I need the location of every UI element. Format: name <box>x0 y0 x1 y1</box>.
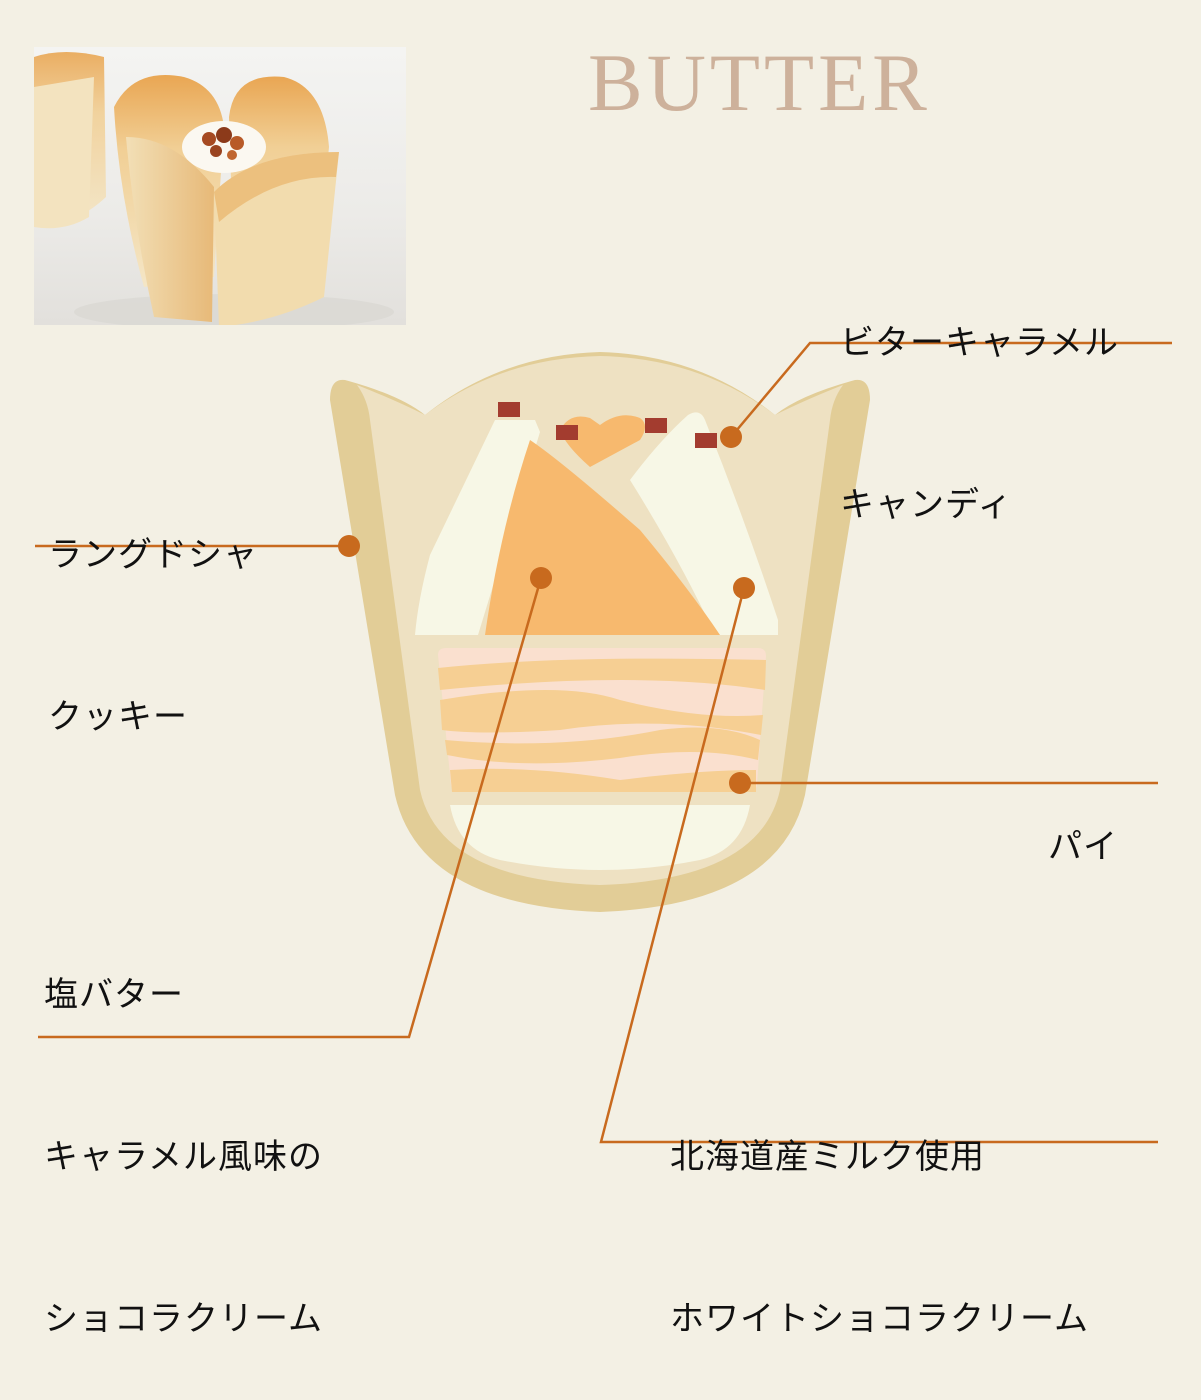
label-salted-butter-caramel-cream: 塩バター キャラメル風味の ショコラクリーム <box>44 860 323 1400</box>
leader-dots <box>338 426 755 794</box>
label-line: ショコラクリーム <box>44 1299 323 1339</box>
white-cream-left <box>415 420 540 635</box>
candy-piece <box>556 425 578 440</box>
dot-langue-de-chat <box>338 535 360 557</box>
dot-hokkaido-milk <box>733 577 755 599</box>
label-langue-de-chat-cookie: ラングドシャ クッキー <box>48 420 258 798</box>
page-title: BUTTER <box>588 37 931 128</box>
candy-piece <box>695 433 717 448</box>
leader-lines <box>35 341 1172 1144</box>
caramel-cream-top <box>560 415 645 467</box>
label-bitter-caramel-candy: ビターキャラメル キャンディ <box>840 208 1119 586</box>
dot-salted-butter <box>530 567 552 589</box>
dot-bitter-caramel <box>720 426 742 448</box>
label-hokkaido-milk-white-cream: 北海道産ミルク使用 ホワイトショコラクリーム <box>670 1022 1089 1400</box>
label-line: 塩バター <box>44 975 184 1015</box>
candy-piece <box>498 402 520 417</box>
label-line: キャンディ <box>840 485 1013 525</box>
label-line: ビターキャラメル <box>840 323 1119 363</box>
candy-piece <box>645 418 667 433</box>
label-line: パイ <box>1048 827 1118 867</box>
cookie-photo-illustration <box>34 52 394 325</box>
label-line: クッキー <box>48 697 188 737</box>
label-pie: パイ <box>1048 712 1118 928</box>
leader-bitter-caramel <box>730 341 1172 438</box>
label-line: 北海道産ミルク使用 <box>670 1137 985 1177</box>
label-line: キャラメル風味の <box>44 1137 323 1177</box>
cross-section-diagram <box>35 341 1172 1144</box>
label-line: ホワイトショコラクリーム <box>670 1299 1089 1339</box>
pie-layer <box>438 648 766 792</box>
leader-salted-butter <box>38 577 543 1039</box>
label-line: ラングドシャ <box>48 535 258 575</box>
product-photo <box>34 47 406 325</box>
dot-pie <box>729 772 751 794</box>
leader-hokkaido-milk <box>599 587 1158 1144</box>
